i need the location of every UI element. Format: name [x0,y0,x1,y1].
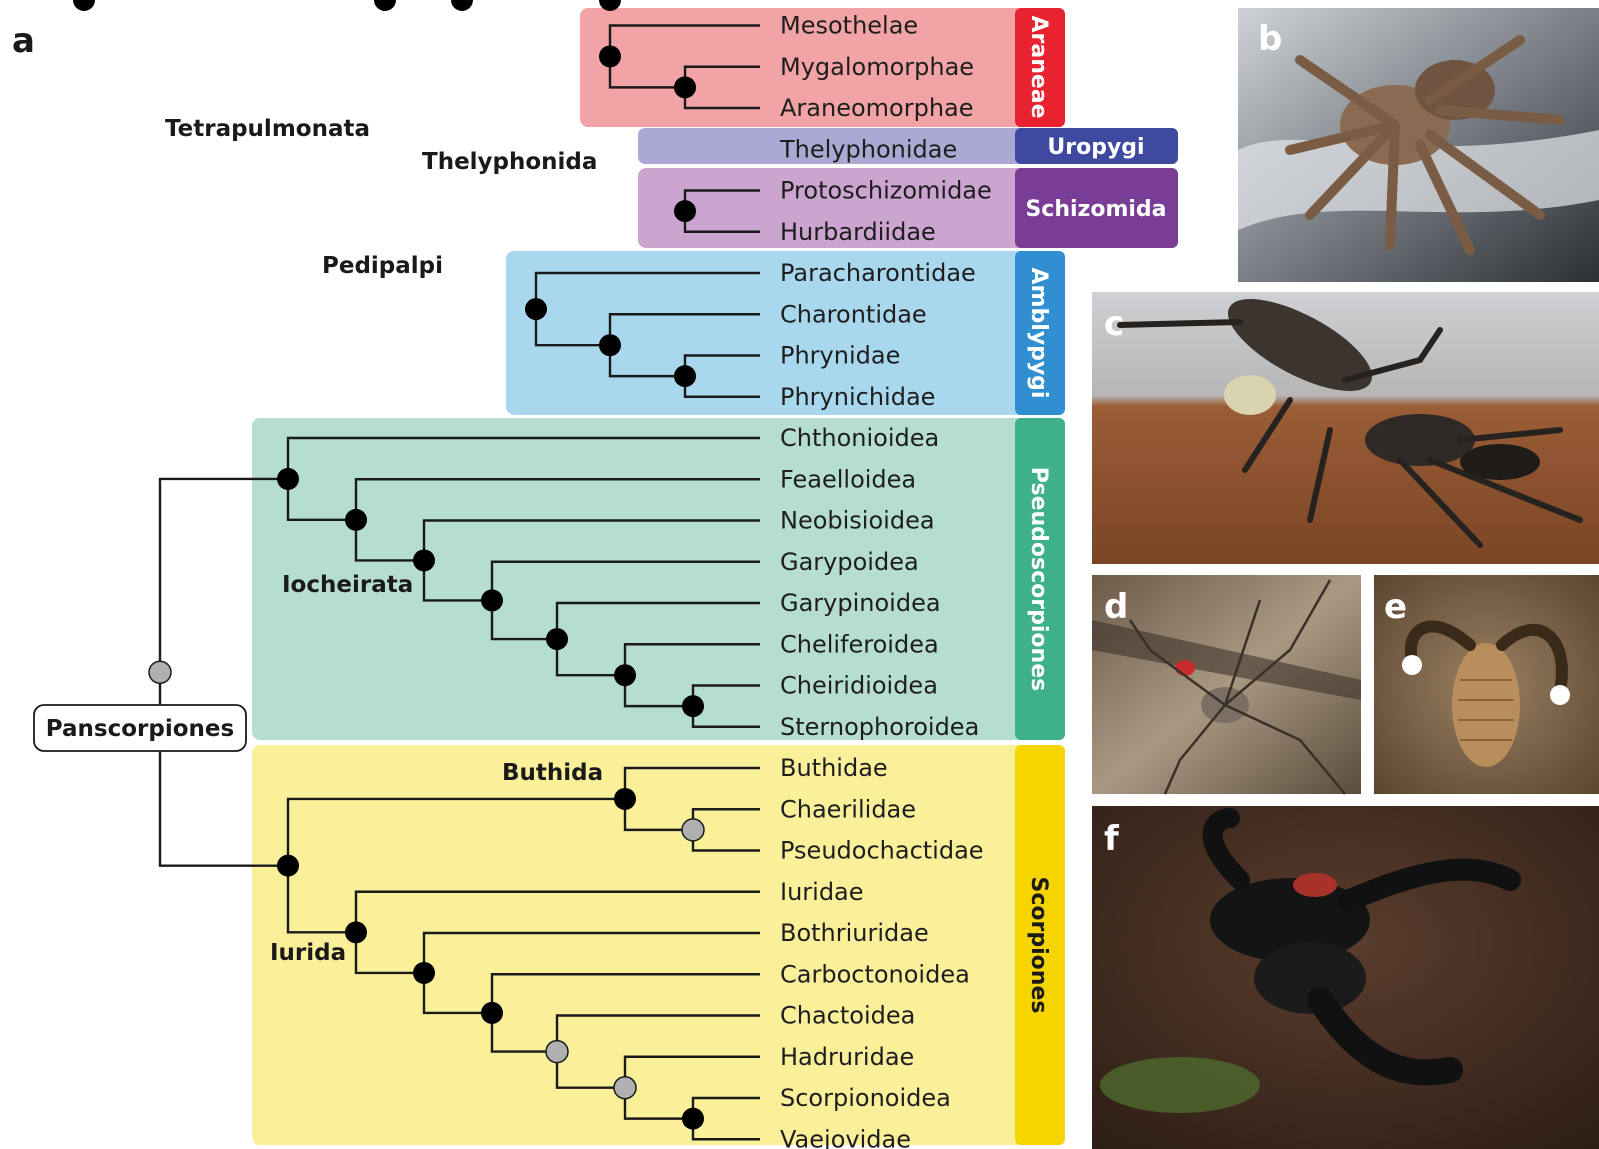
taxon-label: Carboctonoidea [780,960,970,988]
node-sc5 [614,1077,636,1099]
panel-e-label: e [1384,587,1407,627]
node-phr [674,365,696,387]
node-sc3 [481,1002,503,1024]
taxon-label: Paracharontidae [780,259,976,287]
node-pan [149,661,171,683]
taxon-label: Scorpionoidea [780,1084,951,1112]
clade-panscorpiones: Panscorpiones [46,716,234,742]
spider-photo: b [1238,8,1599,282]
node-ps4 [481,589,503,611]
panel-d-label: d [1104,587,1128,627]
node-ps1 [277,468,299,490]
taxon-label: Chactoidea [780,1002,915,1030]
node-ps6 [614,664,636,686]
node-tet [374,0,396,11]
node-sc6 [682,1108,704,1130]
taxon-label: Phrynidae [780,342,900,370]
taxon-label: Phrynichidae [780,383,935,411]
panel-f-label: f [1104,819,1120,859]
clade-iurida: Iurida [270,940,346,966]
taxon-label: Mesothelae [780,12,918,40]
clade-iocheirata: Iocheirata [282,572,413,598]
taxon-label: Protoschizomidae [780,177,992,205]
taxon-label: Vaejovidae [780,1125,911,1149]
clade-tetrapulmonata: Tetrapulmonata [165,116,370,142]
node-ps2 [345,509,367,531]
taxon-label: Cheliferoidea [780,630,939,658]
taxon-label: Garypinoidea [780,589,941,617]
node-cha [599,334,621,356]
panel-b-label: b [1258,19,1282,59]
taxon-label: Araneomorphae [780,94,974,122]
whip-spider-photo: c [1092,281,1599,564]
node-sco [277,855,299,877]
amblypygi-label: Amblypygi [1026,268,1051,399]
node-ps3 [413,549,435,571]
node-but [614,788,636,810]
node-myg [674,76,696,98]
pseudoscorpiones-label: Pseudoscorpiones [1026,467,1051,691]
taxon-label: Bothriuridae [780,919,929,947]
node-amb [525,298,547,320]
taxon-label: Garypoidea [780,548,919,576]
uropygi-label: Uropygi [1047,135,1144,160]
taxon-label: Chaerilidae [780,795,916,823]
taxon-label: Hadruridae [780,1043,914,1071]
araneae-label: Araneae [1026,15,1051,118]
node-ped [451,0,473,11]
taxon-label: Mygalomorphae [780,53,974,81]
scorpiones-label: Scorpiones [1026,877,1051,1014]
clade-pedipalpi: Pedipalpi [322,253,443,279]
taxon-label: Charontidae [780,300,927,328]
node-sc4 [546,1041,568,1063]
taxon-label: Chthonioidea [780,424,939,452]
pseudoscorpion-photo: e [1374,575,1599,794]
taxon-label: Feaelloidea [780,465,916,493]
node-sc1 [345,921,367,943]
panel-c-label: c [1104,304,1124,344]
taxon-label: Sternophoroidea [780,713,979,741]
taxon-label: Iuridae [780,878,864,906]
harvestman-photo: d [1092,575,1361,794]
clade-thelyphonida: Thelyphonida [422,149,597,175]
node-schiz [674,200,696,222]
taxon-label: Cheiridioidea [780,672,938,700]
panel-a-label: a [12,21,35,61]
node-sc2 [413,962,435,984]
clade-buthida: Buthida [502,760,603,786]
scorpion-photo: f [1092,806,1599,1149]
schizomida-label: Schizomida [1025,197,1166,222]
node-ps5 [546,628,568,650]
node-ps7 [682,695,704,717]
taxon-label: Hurbardiidae [780,218,936,246]
taxon-label: Buthidae [780,754,888,782]
node-root [73,0,95,11]
node-but2 [682,819,704,841]
node-ara [599,45,621,67]
taxon-label: Neobisioidea [780,507,935,535]
taxon-label: Thelyphonidae [779,135,957,163]
taxon-label: Pseudochactidae [780,837,984,865]
